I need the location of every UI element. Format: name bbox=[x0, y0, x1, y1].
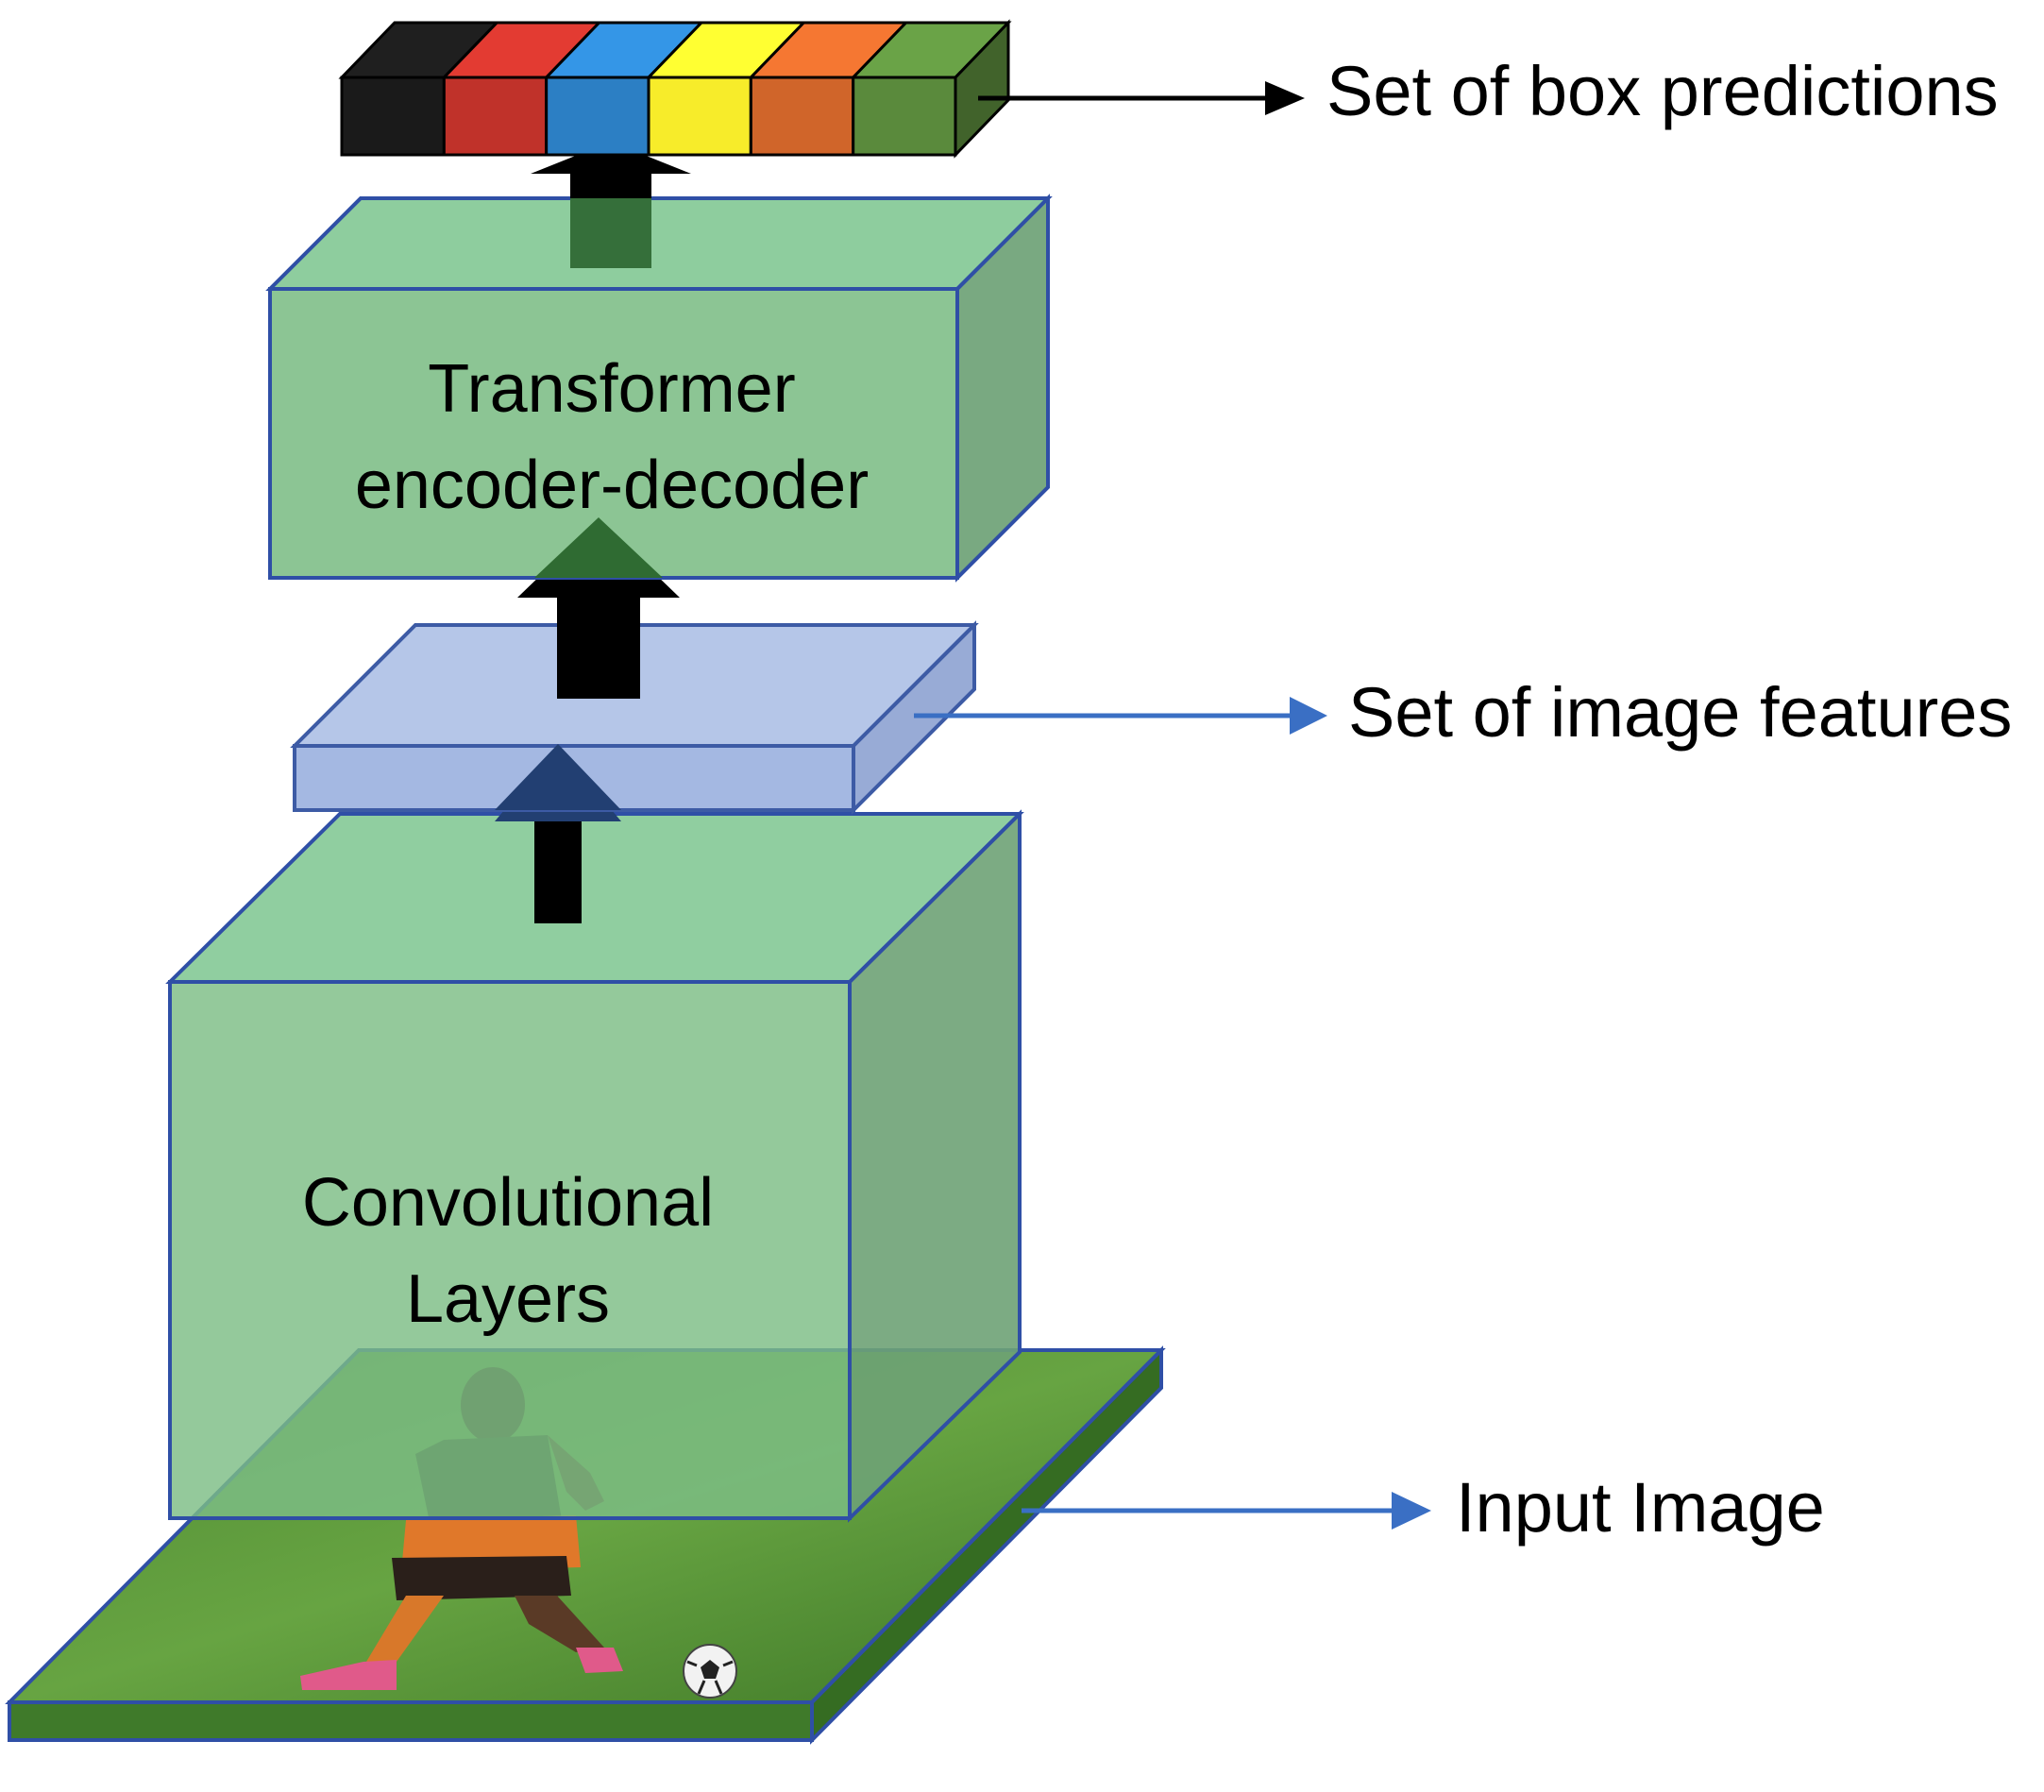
box-predictions-label: Set of box predictions bbox=[1326, 52, 1999, 130]
arrow-up-icon bbox=[534, 517, 663, 578]
prediction-cell bbox=[545, 76, 650, 157]
box-predictions-pointer bbox=[978, 81, 1305, 115]
prediction-cell bbox=[442, 76, 549, 157]
conv-label-line2: Layers bbox=[406, 1261, 610, 1337]
conv-label-line1: Convolutional bbox=[302, 1165, 714, 1241]
transformer-block: Transformer encoder-decoder bbox=[265, 194, 1053, 583]
conv-front-face bbox=[168, 980, 852, 1520]
arrow-up-icon bbox=[495, 744, 621, 810]
transformer-front-face bbox=[268, 287, 959, 580]
input-image-front-face bbox=[8, 1700, 814, 1742]
arrow-right-icon bbox=[1392, 1492, 1431, 1530]
arrow-right-icon bbox=[1290, 697, 1327, 735]
box-predictions-bar bbox=[338, 19, 1012, 159]
transformer-label-line2: encoder-decoder bbox=[355, 448, 869, 523]
transformer-top-face bbox=[265, 196, 1053, 291]
input-image-label: Input Image bbox=[1456, 1468, 1825, 1547]
prediction-cell bbox=[749, 76, 855, 157]
prediction-cell bbox=[852, 76, 957, 157]
prediction-cell bbox=[647, 76, 752, 157]
input-image-pointer bbox=[1022, 1492, 1431, 1530]
arrow-up-icon bbox=[531, 142, 691, 268]
prediction-cell bbox=[340, 76, 446, 157]
convolutional-block: Convolutional Layers bbox=[165, 809, 1024, 1523]
image-features-pointer bbox=[914, 697, 1327, 735]
soccer-ball-icon bbox=[683, 1644, 737, 1699]
transformer-label-line1: Transformer bbox=[428, 351, 795, 427]
arrow-right-icon bbox=[1265, 81, 1305, 115]
image-features-label: Set of image features bbox=[1348, 673, 2012, 752]
